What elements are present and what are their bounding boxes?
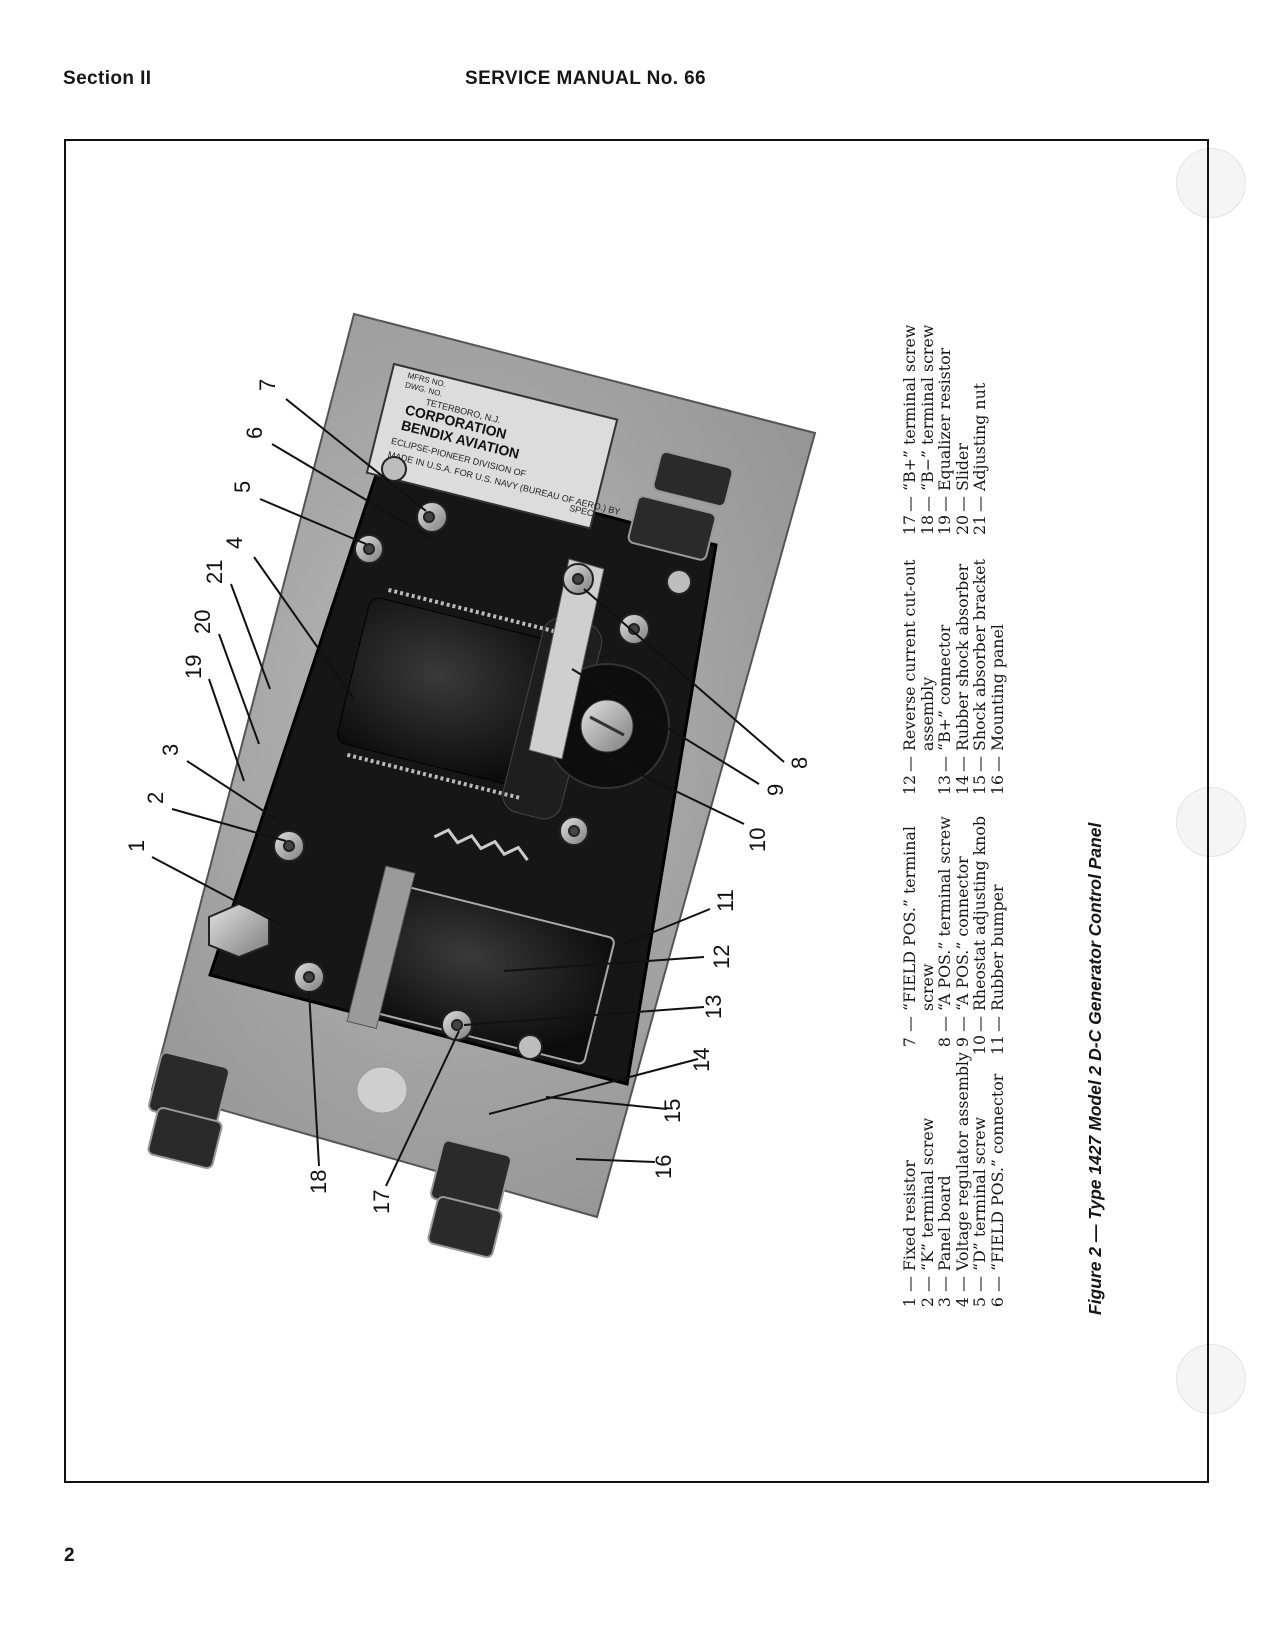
legend-column-3: 12—Reverse current cut-out assembly 13—“… bbox=[900, 559, 1007, 795]
punch-hole-middle bbox=[1176, 787, 1246, 857]
rotated-legend-and-caption: 1—Fixed resistor 2—“K” terminal screw 3—… bbox=[0, 65, 1245, 1315]
legend-column-4: 17—“B+” terminal screw 18—“B−” terminal … bbox=[900, 324, 989, 535]
callout-11: 11 bbox=[713, 889, 738, 912]
callout-5: 5 bbox=[230, 481, 255, 493]
callout-17: 17 bbox=[369, 1190, 394, 1214]
callout-19: 19 bbox=[181, 655, 206, 679]
callout-18: 18 bbox=[306, 1170, 331, 1194]
terminal-screws bbox=[273, 456, 692, 1060]
callout-10: 10 bbox=[745, 828, 770, 852]
punch-hole-bottom bbox=[1176, 1344, 1246, 1414]
callout-20: 20 bbox=[190, 610, 215, 634]
leader-lines bbox=[151, 398, 785, 1187]
manual-title: SERVICE MANUAL No. 66 bbox=[465, 68, 707, 89]
figure-frame bbox=[64, 139, 1209, 1483]
a-pos-connector bbox=[528, 558, 605, 760]
control-panel-photo: MADE IN U.S.A. FOR U.S. NAVY (BUREAU OF … bbox=[124, 312, 817, 1258]
callout-1: 1 bbox=[124, 840, 149, 852]
callout-16: 16 bbox=[651, 1155, 676, 1179]
callout-8: 8 bbox=[787, 757, 812, 769]
callout-12: 12 bbox=[709, 945, 734, 969]
callout-9: 9 bbox=[763, 784, 788, 796]
callout-13: 13 bbox=[701, 995, 726, 1019]
panel-hole bbox=[356, 1066, 408, 1114]
figure-caption: Figure 2 — Type 1427 Model 2 D-C Generat… bbox=[1085, 822, 1105, 1315]
callout-14: 14 bbox=[689, 1048, 714, 1072]
callout-4: 4 bbox=[222, 537, 247, 549]
callout-21: 21 bbox=[202, 560, 227, 584]
shock-absorbers bbox=[147, 450, 734, 1258]
page-number: 2 bbox=[64, 1545, 75, 1566]
punch-hole-top bbox=[1176, 148, 1246, 218]
callout-6: 6 bbox=[242, 427, 267, 439]
callout-15: 15 bbox=[660, 1099, 685, 1123]
nameplate: MADE IN U.S.A. FOR U.S. NAVY (BUREAU OF … bbox=[365, 362, 621, 530]
legend-column-1: 1—Fixed resistor 2—“K” terminal screw 3—… bbox=[900, 1052, 1007, 1308]
callout-2: 2 bbox=[143, 792, 168, 804]
callout-numbers: 1 2 3 4 5 6 7 8 9 10 11 12 13 14 15 16 1… bbox=[124, 379, 812, 1214]
callout-3: 3 bbox=[158, 744, 183, 756]
legend-column-2: 7—“FIELD POS.” terminal screw 8—“A POS.”… bbox=[900, 816, 1007, 1055]
section-heading: Section II bbox=[63, 68, 152, 89]
callout-7: 7 bbox=[255, 379, 280, 391]
